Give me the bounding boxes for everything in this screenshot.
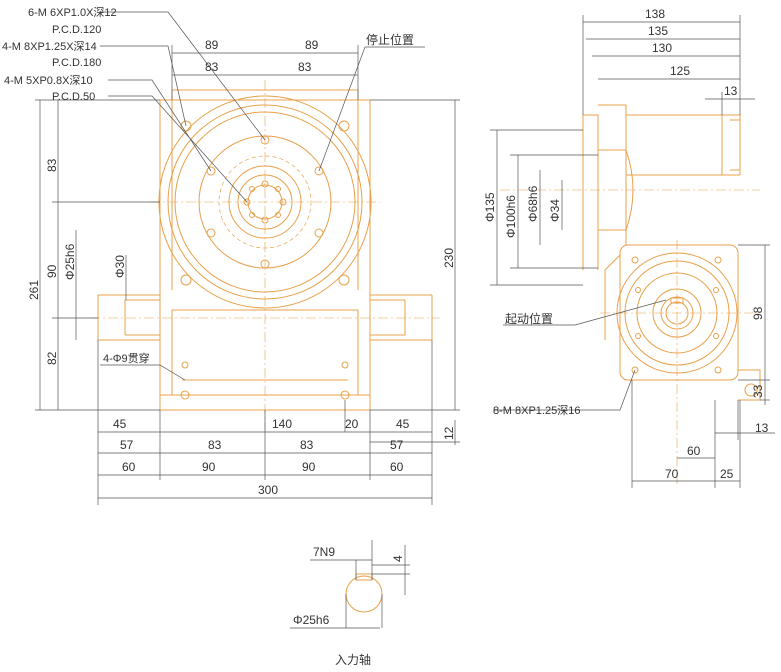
dim-d34: Φ34 <box>548 199 562 222</box>
callout-m6: 6-M 6XP1.0X深12 <box>28 6 117 19</box>
shaft-detail: 7N9 4 Φ25h6 入力轴 <box>290 540 410 667</box>
bolt-holes <box>180 120 350 286</box>
callout-pcd180: P.C.D.180 <box>52 57 101 69</box>
dim-b-70: 70 <box>665 467 679 481</box>
side-output-circle <box>744 383 758 397</box>
shaft-depth: 4 <box>391 555 405 562</box>
side-bolt-holes <box>631 256 722 374</box>
callout-mount-holes: 4-Φ9贯穿 <box>103 351 150 365</box>
callout-stop-position: 停止位置 <box>366 32 414 47</box>
callout-pcd120: P.C.D.120 <box>52 24 101 36</box>
dim-b-83-right: 83 <box>300 438 314 452</box>
dim-top-right-89: 89 <box>305 38 319 52</box>
dim-b-90-left: 90 <box>202 460 216 474</box>
mount-hole-left <box>180 390 190 400</box>
dim-d68: Φ68h6 <box>526 185 540 222</box>
callout-pcd50: P.C.D.50 <box>52 91 95 103</box>
side-chamfer <box>604 254 621 340</box>
side-lower-body <box>619 244 739 381</box>
dim-top-left-83: 83 <box>205 60 219 74</box>
dim-b-57-left: 57 <box>120 438 134 452</box>
dim-right-12: 12 <box>442 426 456 440</box>
dim-b-300: 300 <box>258 483 278 497</box>
dim-b-60-right: 60 <box>390 460 404 474</box>
side-flange <box>582 104 741 270</box>
dim-t-130: 130 <box>652 41 672 55</box>
callout-m8-14: 4-M 8XP1.25X深14 <box>2 40 97 53</box>
dim-shaft-d30: Φ30 <box>113 255 127 278</box>
mount-hole-right-upper <box>341 361 349 369</box>
side-view <box>500 104 761 485</box>
side-dimensions <box>490 15 775 488</box>
dim-b-57-right: 57 <box>390 438 404 452</box>
dim-left-82: 82 <box>45 351 59 365</box>
dim-b-60: 60 <box>687 444 701 458</box>
dim-d100: Φ100h6 <box>504 195 518 238</box>
callout-m8-16: 8-M 8XP1.25深16 <box>493 404 580 417</box>
dim-b-25: 25 <box>720 467 734 481</box>
callout-m5: 4-M 5XP0.8X深10 <box>4 74 93 87</box>
side-labels: 138 135 130 125 13 Φ135 Φ100h6 Φ68h6 Φ34… <box>483 7 769 481</box>
shaft-caption: 入力轴 <box>335 652 371 667</box>
dim-r-13: 13 <box>755 421 769 435</box>
dim-r-33: 33 <box>751 384 765 398</box>
dim-t-125: 125 <box>670 64 690 78</box>
right-input-shaft <box>370 294 433 341</box>
dim-left-90: 90 <box>45 264 59 278</box>
mount-hole-left-upper <box>181 361 189 369</box>
dim-b-20: 20 <box>345 417 359 431</box>
front-view <box>90 80 440 430</box>
dim-top-right-83: 83 <box>298 60 312 74</box>
front-labels: 6-M 6XP1.0X深12 P.C.D.120 4-M 8XP1.25X深14… <box>2 6 456 497</box>
callout-start-position: 起动位置 <box>505 311 553 326</box>
front-dimensions <box>35 11 460 505</box>
shaft-key-label: 7N9 <box>313 545 335 559</box>
dim-b-83-left: 83 <box>208 438 222 452</box>
dim-b-90-right: 90 <box>302 460 316 474</box>
dim-r-98: 98 <box>751 306 765 320</box>
shaft-diameter: Φ25h6 <box>293 613 330 627</box>
side-top-edge <box>721 115 740 175</box>
dim-d135: Φ135 <box>483 192 497 222</box>
left-input-shaft <box>97 294 160 341</box>
dim-left-261: 261 <box>27 280 41 300</box>
dim-b-140: 140 <box>272 417 292 431</box>
mount-hole-right <box>340 390 350 400</box>
dim-t-138: 138 <box>645 7 665 21</box>
side-output-block <box>738 369 761 401</box>
dim-b-45-left: 45 <box>113 417 127 431</box>
dim-shaft-d25: Φ25h6 <box>63 243 77 280</box>
dim-b-45-right: 45 <box>396 417 410 431</box>
dim-top-left-89: 89 <box>205 38 219 52</box>
dim-right-230: 230 <box>442 248 456 268</box>
dim-b-60-left: 60 <box>122 460 136 474</box>
dim-left-83: 83 <box>45 158 59 172</box>
shaft-circle <box>345 575 383 613</box>
dim-t-135: 135 <box>648 24 668 38</box>
dim-t-13: 13 <box>724 84 738 98</box>
